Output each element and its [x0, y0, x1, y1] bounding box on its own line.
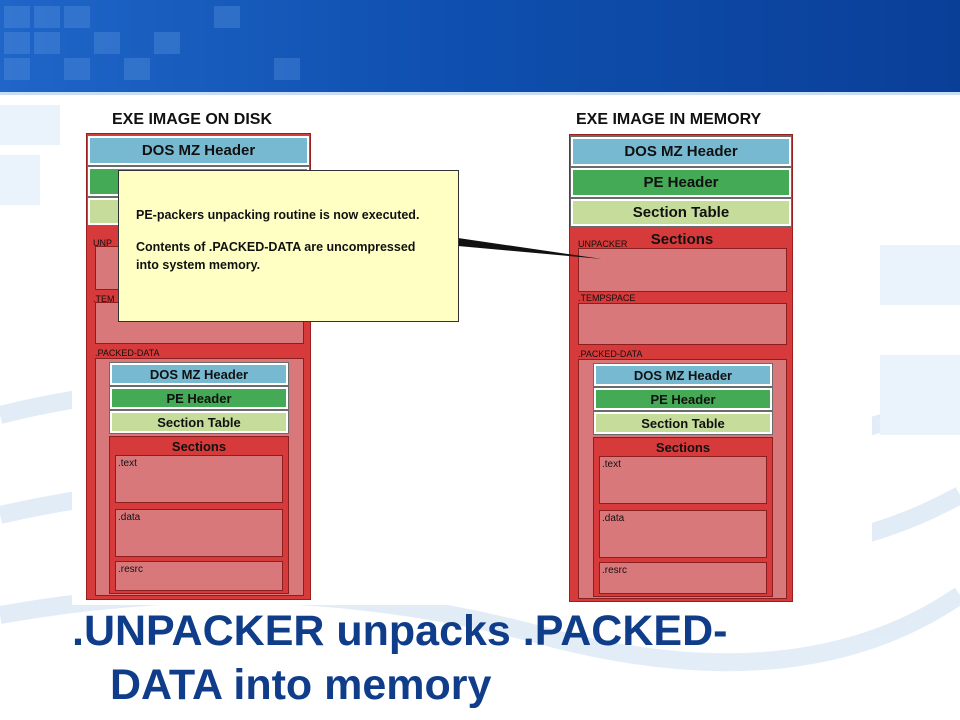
header-banner [0, 0, 960, 92]
memory-image-container: DOS MZ Header PE Header Section Table Se… [569, 134, 793, 602]
memory-packed-section-table: Section Table [593, 411, 773, 435]
memory-data-section [599, 510, 767, 558]
memory-pe-header: PE Header [570, 167, 792, 198]
disk-resrc-section [115, 561, 283, 591]
disk-text-section [115, 455, 283, 503]
disk-resrc-label: .resrc [118, 564, 143, 575]
memory-packed-data-box: DOS MZ Header PE Header Section Table Se… [578, 359, 787, 599]
disk-data-section [115, 509, 283, 557]
memory-packed-sections-label: Sections [655, 440, 711, 455]
disk-tempspace-label: .TEM [93, 294, 115, 304]
memory-dos-header: DOS MZ Header [570, 136, 792, 167]
disk-data-label: .data [118, 512, 141, 523]
memory-tempspace-label: .TEMPSPACE [578, 293, 636, 303]
memory-unpacker-label: UNPACKER [578, 239, 628, 249]
disk-packed-section-table: Section Table [109, 410, 289, 434]
disk-unpacker-label: UNP [93, 238, 113, 248]
disk-packed-sections-label: Sections [171, 439, 227, 454]
memory-resrc-section [599, 562, 767, 594]
banner-tile-pattern [4, 6, 300, 80]
disk-packed-sections: Sections .text .data .resrc [109, 436, 289, 594]
memory-packed-dos-header: DOS MZ Header [593, 363, 773, 387]
disk-packed-data-box: DOS MZ Header PE Header Section Table Se… [95, 358, 304, 596]
memory-text-section [599, 456, 767, 504]
memory-packed-sections: Sections .text .data .resrc [593, 437, 773, 597]
disk-text-label: .text [118, 458, 137, 469]
callout-line-2: Contents of .PACKED-DATA are uncompresse… [136, 240, 416, 254]
banner-divider [0, 92, 960, 95]
disk-dos-header: DOS MZ Header [87, 135, 310, 166]
memory-section-table: Section Table [570, 198, 792, 227]
disk-packed-dos-header: DOS MZ Header [109, 362, 289, 386]
memory-sections-label: Sections [650, 231, 714, 248]
slide-title-line-2: DATA into memory [110, 661, 492, 709]
memory-resrc-label: .resrc [602, 565, 627, 576]
memory-text-label: .text [602, 459, 621, 470]
slide-title-line-1: .UNPACKER unpacks .PACKED- [72, 607, 728, 655]
memory-packed-data-label: .PACKED-DATA [578, 349, 643, 359]
disk-column-title: EXE IMAGE ON DISK [112, 111, 273, 128]
memory-tempspace-box [578, 303, 787, 345]
memory-column-title: EXE IMAGE IN MEMORY [576, 111, 762, 128]
disk-packed-data-label: .PACKED-DATA [95, 348, 160, 358]
memory-data-label: .data [602, 513, 625, 524]
disk-packed-pe-header: PE Header [109, 386, 289, 410]
slide-title: .UNPACKER unpacks .PACKED- DATA into mem… [72, 604, 942, 712]
callout-line-1: PE-packers unpacking routine is now exec… [136, 208, 420, 222]
memory-packed-pe-header: PE Header [593, 387, 773, 411]
callout-note: PE-packers unpacking routine is now exec… [118, 170, 459, 322]
callout-line-3: into system memory. [136, 258, 261, 272]
memory-unpacker-box [578, 248, 787, 292]
